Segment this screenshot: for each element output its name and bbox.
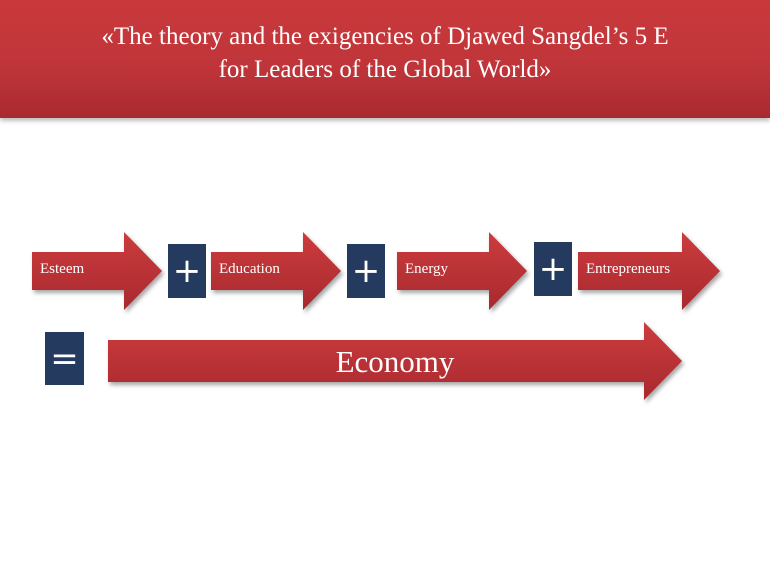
arrow-esteem: Esteem: [32, 232, 162, 310]
term-entrepreneurs-label: Entrepreneurs: [586, 261, 671, 277]
term-energy-label: Energy: [405, 261, 449, 277]
arrow-shape: [108, 322, 682, 400]
plus-box-2: +: [347, 244, 385, 298]
plus-symbol: +: [172, 251, 202, 291]
arrow-education: Education: [211, 232, 341, 310]
result-economy-label: Economy: [335, 344, 455, 379]
equals-box: =: [45, 332, 84, 385]
arrow-energy: Energy: [397, 232, 527, 310]
title-line-1: «The theory and the exigencies of Djawed…: [101, 23, 669, 50]
arrow-entrepreneurs: Entrepreneurs: [578, 232, 720, 310]
arrow-shape: [397, 232, 527, 310]
term-education-label: Education: [219, 261, 280, 277]
plus-symbol: +: [351, 251, 381, 291]
plus-symbol: +: [538, 249, 568, 289]
page-title: «The theory and the exigencies of Djawed…: [20, 20, 750, 86]
term-esteem-label: Esteem: [40, 261, 85, 277]
plus-box-3: +: [534, 242, 572, 296]
arrow-economy: Economy: [108, 322, 682, 400]
arrow-shape: [211, 232, 341, 310]
arrow-shape: [578, 232, 720, 310]
title-line-2: for Leaders of the Global World»: [218, 56, 552, 83]
plus-box-1: +: [168, 244, 206, 298]
equals-symbol: =: [50, 338, 79, 379]
arrow-shape: [32, 232, 162, 310]
title-banner: «The theory and the exigencies of Djawed…: [0, 0, 770, 118]
